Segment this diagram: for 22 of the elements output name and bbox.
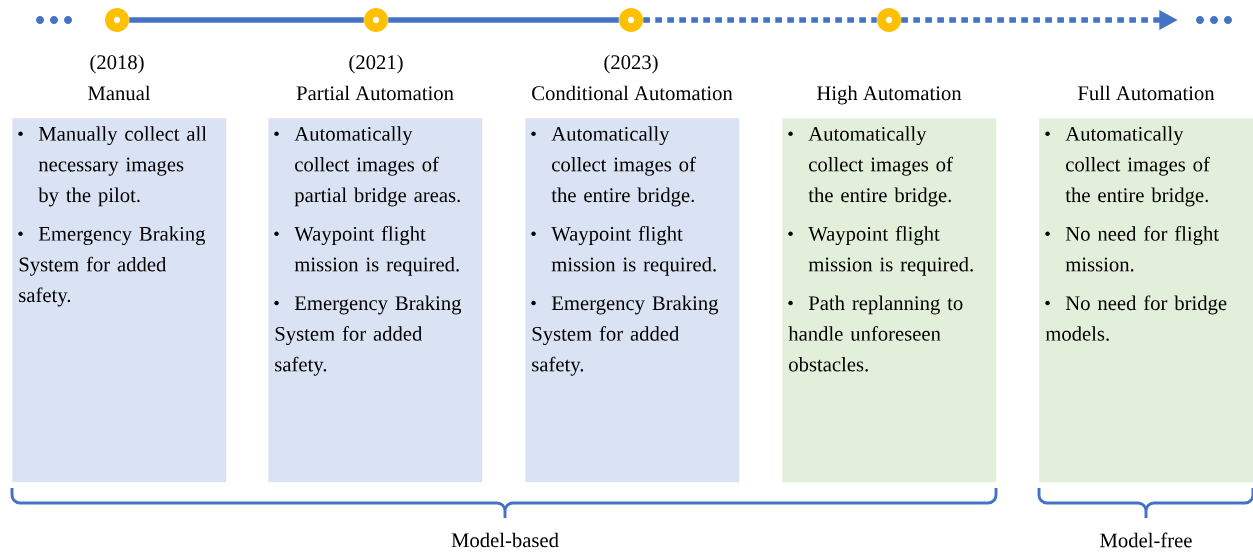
year-label: (2021) [349,54,403,74]
year-label: (2023) [604,54,658,74]
stage-title: Partial Automation [296,85,454,101]
milestone-dot [877,8,901,32]
stage-title: High Automation [816,85,962,105]
stage-title: Full Automation [1078,85,1215,101]
stage-box: Automatically collect images of the entire bridge. No need for flight mission. No need for bridge models. [1039,118,1253,483]
milestone-dot [619,8,643,32]
timeline-line [643,17,877,23]
timeline-line [388,17,619,23]
stage-title: Conditional Automation [532,85,733,101]
group-label: Model-based [451,532,559,548]
stage-title: Manual [88,85,151,101]
stage-box: Automatically collect images of the entire bridge. Waypoint flight mission is required. Path replanning to handle unforeseen obstacles. [782,118,997,483]
milestone-dot [105,8,129,32]
group-label: Model-free [1100,532,1192,548]
year-label: (2018) [90,54,144,74]
timeline-line [129,17,364,23]
stage-box: Automatically collect images of partial bridge areas. Waypoint flight mission is required. Emergency Braking System for added safety. [268,118,483,483]
milestone-dot [364,8,388,32]
stage-box: Automatically collect images of the entire bridge. Waypoint flight mission is required. Emergency Braking System for added safety. [525,118,740,483]
stage-box: Manually collect all necessary images by the pilot. Emergency Braking System for added safety. [12,118,227,483]
